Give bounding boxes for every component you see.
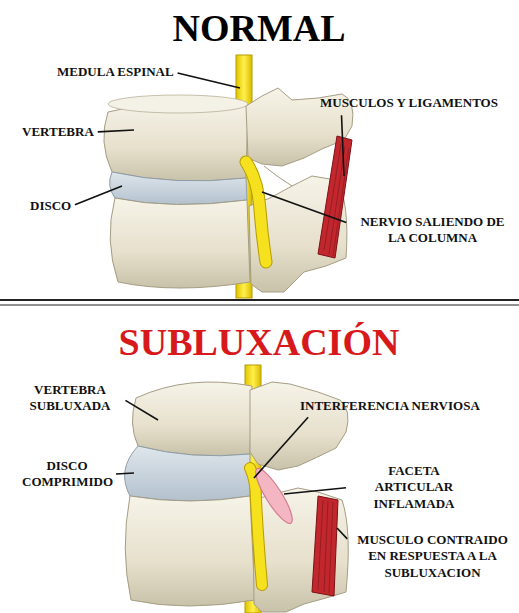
nerve-outline [246, 162, 266, 262]
leader-line [284, 488, 346, 494]
part-label: DISCO [30, 198, 71, 214]
compressed-disc [125, 446, 250, 501]
leader-line [342, 115, 344, 176]
vertebra-body [125, 496, 255, 606]
leader-line [178, 73, 240, 88]
muscle-fibers [318, 500, 333, 593]
vertebra-endplate [108, 95, 248, 113]
leader-line [116, 473, 134, 474]
muscle [312, 496, 338, 596]
leader-line [75, 186, 122, 205]
part-label: VERTEBRA [22, 124, 94, 140]
muscle [318, 136, 352, 258]
panel-heading: SUBLUXACIÓN [119, 322, 400, 364]
part-label: MEDULA ESPINAL [57, 64, 174, 80]
leader-line [125, 400, 158, 420]
part-label: MUSCULO CONTRAIDO EN RESPUESTA A LA SUBL… [350, 532, 515, 581]
part-label: MUSCULOS Y LIGAMENTOS [320, 95, 498, 111]
posterior-arch [250, 382, 348, 470]
nerve [246, 162, 266, 262]
vertebra-body [110, 198, 250, 288]
normal-spine [104, 55, 353, 298]
disc [110, 172, 247, 205]
part-label: VERTEBRA SUBLUXADA [18, 382, 122, 415]
part-label: NERVIO SALIENDO DE LA COLUMNA [350, 214, 515, 247]
leader-line [98, 130, 134, 132]
separator-line [0, 305, 519, 306]
leader-line [262, 192, 346, 222]
part-label: FACETA ARTICULAR INFLAMADA [350, 463, 478, 512]
panel-heading: NORMAL [172, 8, 345, 50]
part-label: DISCO COMPRIMIDO [22, 458, 112, 491]
vertebra-body [132, 382, 252, 456]
separator-line [0, 299, 519, 301]
leader-line [337, 528, 347, 539]
leader-line [254, 417, 308, 478]
part-label: INTERFERENCIA NERVIOSA [300, 398, 480, 414]
facet-joint [264, 166, 292, 186]
posterior-arch [253, 488, 348, 612]
muscle-fibers [324, 144, 349, 256]
